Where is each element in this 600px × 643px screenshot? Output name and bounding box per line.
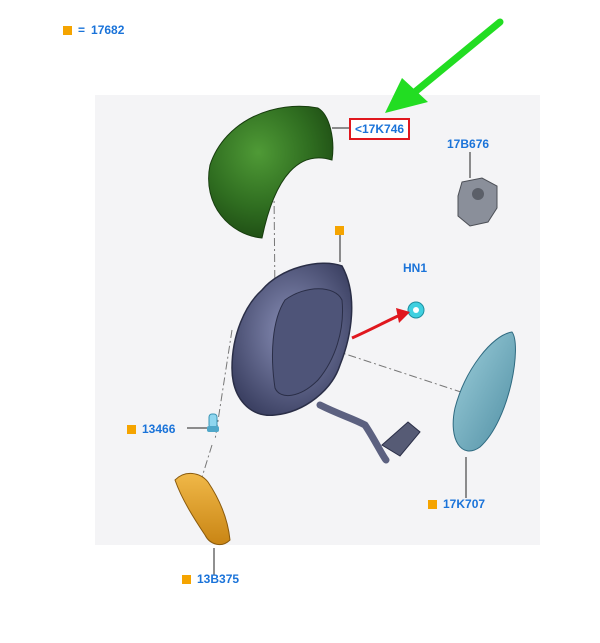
callout-housing-marker: [335, 223, 350, 237]
bulb-part: [207, 413, 219, 432]
callout-lamp: 13B375: [182, 572, 239, 586]
callout-bulb: 13466: [127, 422, 175, 436]
legend-value: 17682: [91, 23, 125, 37]
callout-cover: <17K746: [349, 118, 411, 140]
clip-part: [407, 301, 425, 319]
green-arrow: [385, 18, 504, 113]
leader-lines: [187, 127, 471, 575]
callout-clip: HN1: [403, 261, 428, 275]
callout-bulb-text: 13466: [142, 422, 176, 436]
callout-glass-text: 17K707: [443, 497, 486, 511]
legend-equals: =: [78, 23, 86, 37]
housing-marker-icon: [335, 226, 344, 235]
red-arrow: [351, 308, 410, 340]
callout-lamp-text: 13B375: [197, 572, 240, 586]
repeater-lamp: [174, 473, 231, 546]
callout-glass: 17K707: [428, 497, 485, 511]
callout-motor: 17B676: [447, 137, 490, 151]
mirror-glass: [452, 331, 516, 452]
lamp-marker-icon: [182, 575, 191, 584]
legend-marker-icon: [63, 26, 72, 35]
glass-marker-icon: [428, 500, 437, 509]
mirror-housing: [231, 262, 421, 464]
legend: = 17682: [63, 23, 124, 37]
motor-part: [457, 177, 498, 227]
bulb-marker-icon: [127, 425, 136, 434]
mirror-cover: [208, 105, 334, 239]
